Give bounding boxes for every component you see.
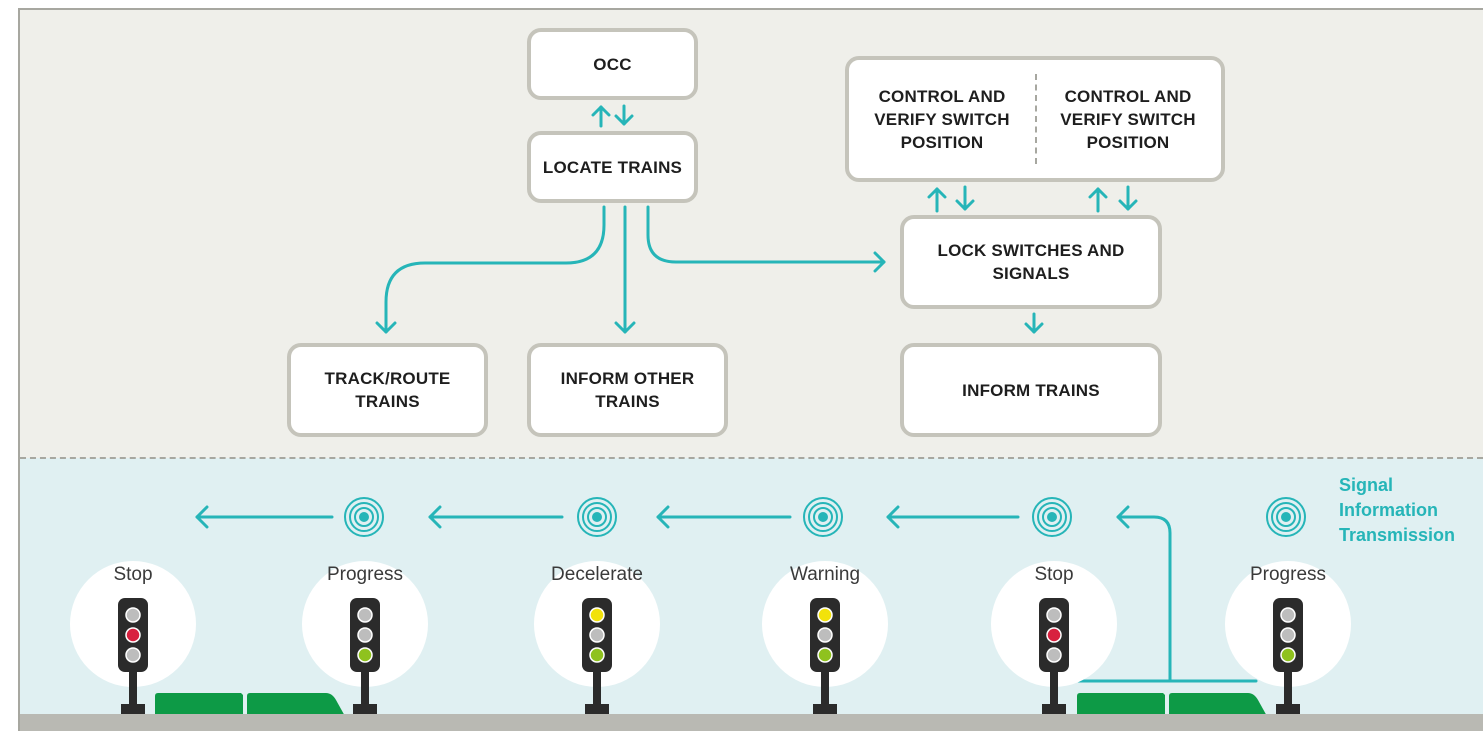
signal-lamp bbox=[357, 607, 373, 623]
signal-lamp bbox=[125, 647, 141, 663]
signal-lamp bbox=[1046, 607, 1062, 623]
signal-lamp bbox=[1280, 647, 1296, 663]
signal-base bbox=[1042, 704, 1066, 714]
signal-backgrounds bbox=[70, 561, 1351, 687]
arrow-inform-other bbox=[614, 321, 636, 334]
occ-up-arrow bbox=[591, 105, 611, 128]
signal-lamp bbox=[1280, 607, 1296, 623]
signal-label-3: Decelerate bbox=[551, 564, 643, 585]
signal-lamp bbox=[817, 647, 833, 663]
signal-pole bbox=[1284, 668, 1292, 708]
traffic-signal-6 bbox=[1273, 598, 1303, 714]
signal-lamp bbox=[357, 647, 373, 663]
tx-arrow-5 bbox=[1116, 505, 1172, 682]
arrow-lock bbox=[873, 251, 886, 273]
traffic-signal-1 bbox=[118, 598, 148, 714]
signal-lamp bbox=[1046, 647, 1062, 663]
signal-pole bbox=[361, 668, 369, 708]
radio-waves-icon bbox=[1032, 497, 1072, 537]
tx-arrow-1 bbox=[195, 505, 334, 529]
traffic-signal-3 bbox=[582, 598, 612, 714]
lock-switches-label: LOCK SWITCHES AND SIGNALS bbox=[937, 241, 1125, 283]
traffic-signal-5 bbox=[1039, 598, 1069, 714]
signal-base bbox=[813, 704, 837, 714]
signal-label-4: Warning bbox=[789, 564, 861, 585]
inform-trains-label: INFORM TRAINS bbox=[962, 380, 1100, 400]
signal-label-2: Progress bbox=[326, 564, 404, 585]
switch-right-down-arrow bbox=[1118, 185, 1138, 211]
signal-base bbox=[121, 704, 145, 714]
traffic-signal-4 bbox=[810, 598, 840, 714]
antenna-icons bbox=[344, 497, 1306, 537]
control-switch-right-label: CONTROL AND VERIFY SWITCH POSITION bbox=[1060, 86, 1196, 152]
signal-lamp bbox=[125, 607, 141, 623]
signal-lamp bbox=[817, 607, 833, 623]
signal-lamp bbox=[1046, 627, 1062, 643]
signal-pole bbox=[593, 668, 601, 708]
occ-down-arrow bbox=[614, 104, 634, 126]
signal-lamp bbox=[589, 627, 605, 643]
diagram-frame bbox=[18, 8, 1483, 731]
radio-waves-icon bbox=[1266, 497, 1306, 537]
switch-left-down-arrow bbox=[955, 185, 975, 211]
lock-inform-arrow bbox=[1024, 312, 1044, 334]
track-ground bbox=[20, 714, 1483, 731]
signal-lamp bbox=[589, 607, 605, 623]
control-switch-left-cell: CONTROL AND VERIFY SWITCH POSITION bbox=[849, 60, 1035, 178]
tx-arrow-3 bbox=[656, 505, 792, 529]
signal-lamp bbox=[817, 627, 833, 643]
track-route-label: TRACK/ROUTE TRAINS bbox=[324, 369, 451, 411]
signal-posts bbox=[118, 598, 1303, 714]
signal-label-6: Progress bbox=[1249, 564, 1327, 585]
control-switch-left-label: CONTROL AND VERIFY SWITCH POSITION bbox=[874, 86, 1010, 152]
tx-arrow-4 bbox=[886, 505, 1020, 529]
control-switch-right-cell: CONTROL AND VERIFY SWITCH POSITION bbox=[1035, 60, 1221, 178]
track-route-box: TRACK/ROUTE TRAINS bbox=[287, 343, 488, 437]
occ-label: OCC bbox=[593, 54, 632, 74]
signal-lamp bbox=[1280, 627, 1296, 643]
occ-box: OCC bbox=[527, 28, 698, 100]
signal-pole bbox=[821, 668, 829, 708]
locate-trains-box: LOCATE TRAINS bbox=[527, 131, 698, 203]
signal-lamp bbox=[357, 627, 373, 643]
arrow-track-route bbox=[375, 321, 397, 334]
signal-base bbox=[585, 704, 609, 714]
signal-lamp bbox=[125, 627, 141, 643]
signal-base bbox=[1276, 704, 1300, 714]
traffic-signal-2 bbox=[350, 598, 380, 714]
signal-base bbox=[353, 704, 377, 714]
inform-other-box: INFORM OTHER TRAINS bbox=[527, 343, 728, 437]
control-switch-divider bbox=[1035, 74, 1037, 164]
signal-label-1: Stop bbox=[113, 564, 153, 585]
radio-waves-icon bbox=[577, 497, 617, 537]
transmission-label: Signal Information Transmission bbox=[1339, 475, 1456, 545]
tx-arrow-2 bbox=[428, 505, 564, 529]
lock-switches-box: LOCK SWITCHES AND SIGNALS bbox=[900, 215, 1162, 309]
locate-trains-label: LOCATE TRAINS bbox=[542, 157, 683, 177]
inform-other-label: INFORM OTHER TRAINS bbox=[560, 369, 695, 411]
inform-trains-box: INFORM TRAINS bbox=[900, 343, 1162, 437]
signal-lamp bbox=[589, 647, 605, 663]
signal-pole bbox=[129, 668, 137, 708]
connector-locate-lock bbox=[646, 205, 886, 264]
signal-label-5: Stop bbox=[1034, 564, 1074, 585]
radio-waves-icon bbox=[344, 497, 384, 537]
connector-locate-track bbox=[384, 205, 606, 334]
switch-left-up-arrow bbox=[927, 187, 947, 213]
signal-pole bbox=[1050, 668, 1058, 708]
control-verify-switch-box: CONTROL AND VERIFY SWITCH POSITION CONTR… bbox=[845, 56, 1225, 182]
layer-divider bbox=[20, 457, 1483, 459]
switch-right-up-arrow bbox=[1088, 187, 1108, 213]
radio-waves-icon bbox=[803, 497, 843, 537]
control-layer bbox=[20, 10, 1483, 458]
